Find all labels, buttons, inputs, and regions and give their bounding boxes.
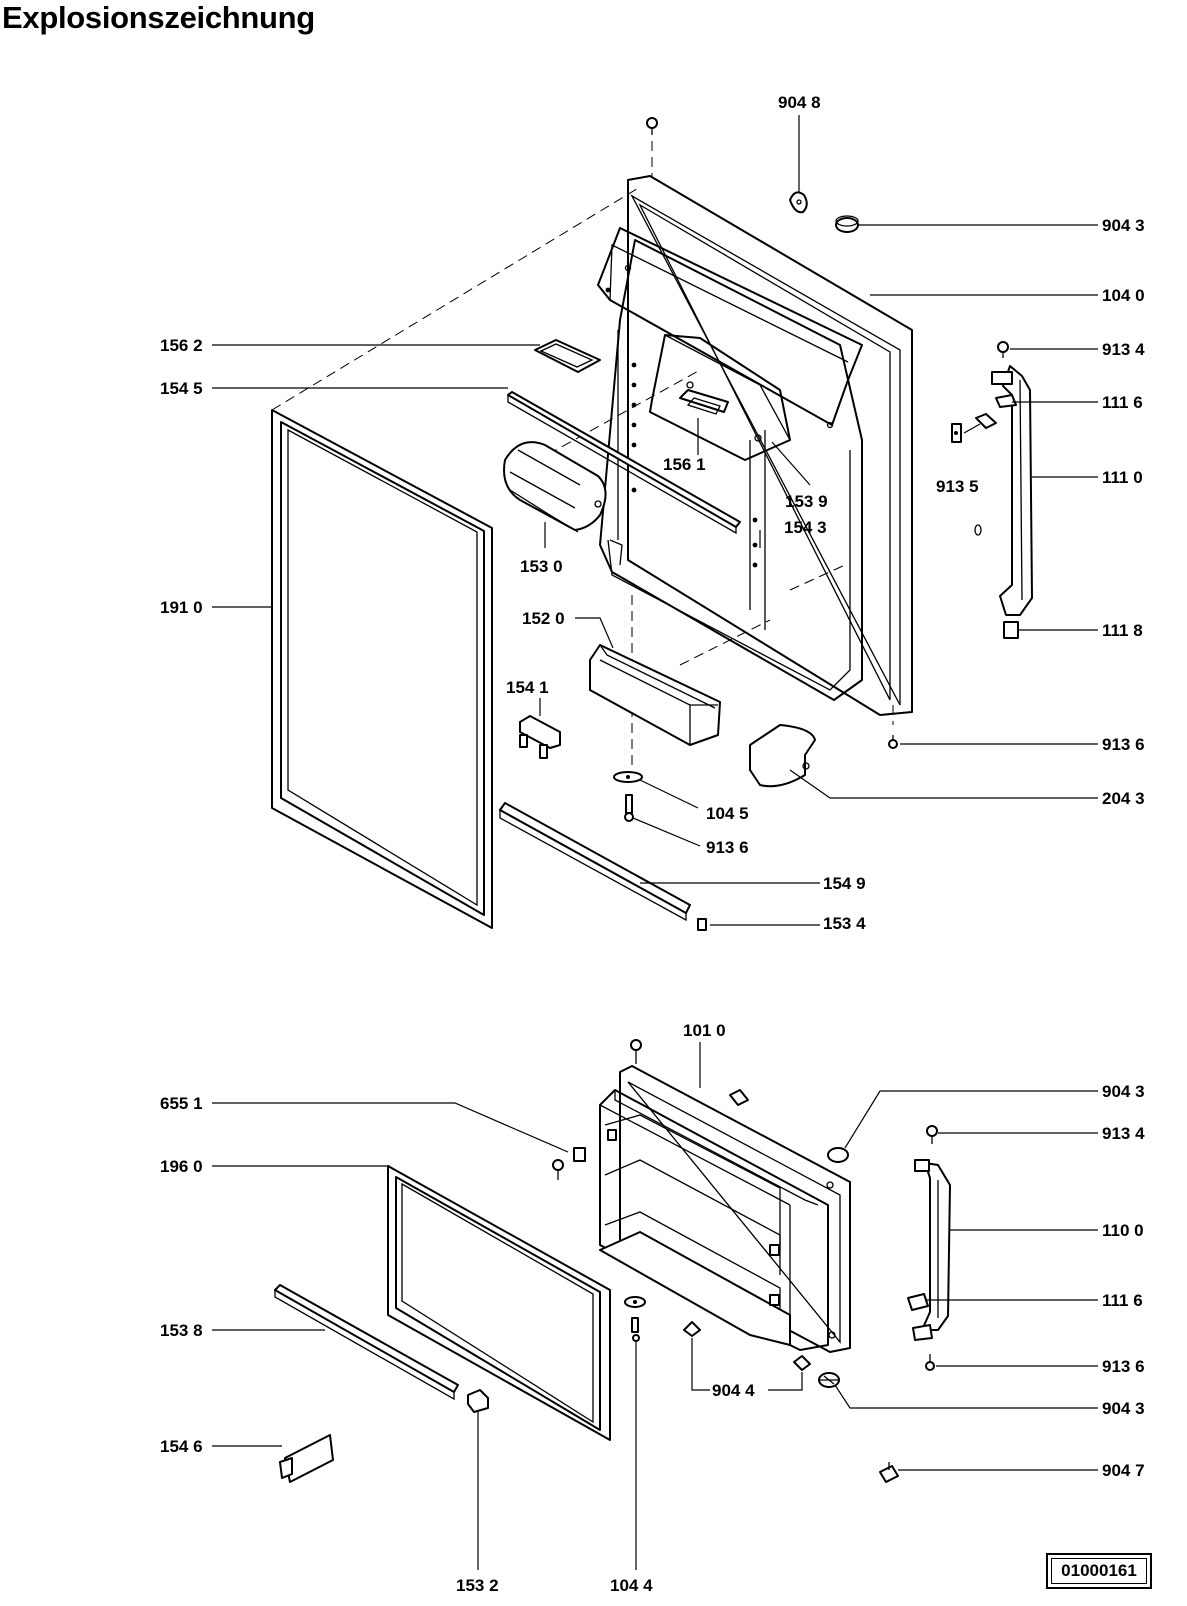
label-110-0: 110 0 <box>1102 1221 1144 1240</box>
label-904-8: 904 8 <box>778 93 821 112</box>
label-153-2: 153 2 <box>456 1576 499 1595</box>
label-101-0: 101 0 <box>683 1021 726 1040</box>
top-screw <box>646 117 658 135</box>
hinge-104-4 <box>624 1296 646 1342</box>
cap-904-3-lower <box>818 1147 849 1388</box>
butter-compartment <box>649 334 791 461</box>
handle-111-0 <box>991 365 1033 639</box>
label-655-1: 655 1 <box>160 1094 203 1113</box>
block-655-1 <box>552 1147 586 1180</box>
label-904-3-bottom: 904 3 <box>1102 1399 1145 1418</box>
door-bin <box>589 644 721 746</box>
drawing-number: 01000161 <box>1051 1558 1147 1584</box>
plate-913-5 <box>951 413 997 536</box>
screw-913-6-door <box>888 735 898 749</box>
label-913-6-mid: 913 6 <box>706 838 749 857</box>
label-913-4-top: 913 4 <box>1102 340 1145 359</box>
page-title: Explosionszeichnung <box>2 0 315 35</box>
screw-lower-top <box>630 1039 642 1064</box>
freezer-door <box>599 1065 851 1353</box>
screw-913-4-top <box>997 341 1009 358</box>
perspective-lines <box>271 125 894 770</box>
handle-110-0 <box>907 1159 951 1341</box>
pad-156-2 <box>534 339 601 373</box>
part-904-7 <box>879 1462 899 1483</box>
label-196-0: 196 0 <box>160 1157 203 1176</box>
label-153-9: 153 9 <box>785 492 828 511</box>
label-153-8: 153 8 <box>160 1321 203 1340</box>
label-152-0: 152 0 <box>522 609 565 628</box>
label-913-4-lower: 913 4 <box>1102 1124 1145 1143</box>
label-104-5: 104 5 <box>706 804 749 823</box>
hinge-plate-104-5 <box>613 771 643 822</box>
lower-door-assembly: 101 0 904 3 655 1 913 4 196 0 110 0 111 … <box>160 1021 1145 1595</box>
label-913-5: 913 5 <box>936 477 979 496</box>
feet-904-4 <box>683 1321 811 1371</box>
label-153-0: 153 0 <box>520 557 563 576</box>
freezer-gasket <box>387 1165 611 1441</box>
label-904-4: 904 4 <box>712 1381 755 1400</box>
door-gasket-frame <box>271 409 493 929</box>
label-111-6-lower: 111 6 <box>1102 1291 1143 1310</box>
label-156-2: 156 2 <box>160 336 203 355</box>
part-904-8 <box>789 191 808 214</box>
cover-204-3 <box>749 724 816 788</box>
label-156-1: 156 1 <box>663 455 706 474</box>
label-904-3-mid: 904 3 <box>1102 1082 1145 1101</box>
strip-154-9 <box>499 802 707 931</box>
label-904-3-top: 904 3 <box>1102 216 1145 235</box>
label-154-5: 154 5 <box>160 379 203 398</box>
label-153-4: 153 4 <box>823 914 866 933</box>
upper-door-assembly: 904 8 904 3 104 0 913 4 111 6 913 5 111 … <box>160 93 1145 933</box>
label-154-1: 154 1 <box>506 678 549 697</box>
bracket-154-1 <box>519 715 561 759</box>
label-104-4: 104 4 <box>610 1576 653 1595</box>
label-111-0: 111 0 <box>1102 468 1143 487</box>
label-913-6-door: 913 6 <box>1102 735 1145 754</box>
dairy-cover <box>503 441 607 533</box>
label-154-9: 154 9 <box>823 874 866 893</box>
main-door-panel <box>597 175 913 716</box>
label-104-0: 104 0 <box>1102 286 1145 305</box>
label-111-8: 111 8 <box>1102 621 1143 640</box>
label-154-3: 154 3 <box>784 518 827 537</box>
label-191-0: 191 0 <box>160 598 203 617</box>
cap-904-3-top <box>835 215 859 233</box>
label-904-7: 904 7 <box>1102 1461 1145 1480</box>
shelf-strip-154-5 <box>507 391 741 535</box>
screws-lower-right <box>925 1125 938 1371</box>
drawing-number-box: 01000161 <box>1046 1553 1152 1589</box>
strip-153-8 <box>274 1284 459 1401</box>
label-154-6: 154 6 <box>160 1437 203 1456</box>
leader-lines-upper <box>212 115 1098 926</box>
cover-154-6 <box>279 1434 334 1483</box>
label-111-6-top: 111 6 <box>1102 393 1143 412</box>
label-913-6-lower: 913 6 <box>1102 1357 1145 1376</box>
clip-153-2 <box>467 1389 489 1413</box>
label-204-3: 204 3 <box>1102 789 1145 808</box>
leader-lines-lower <box>212 1042 1098 1570</box>
